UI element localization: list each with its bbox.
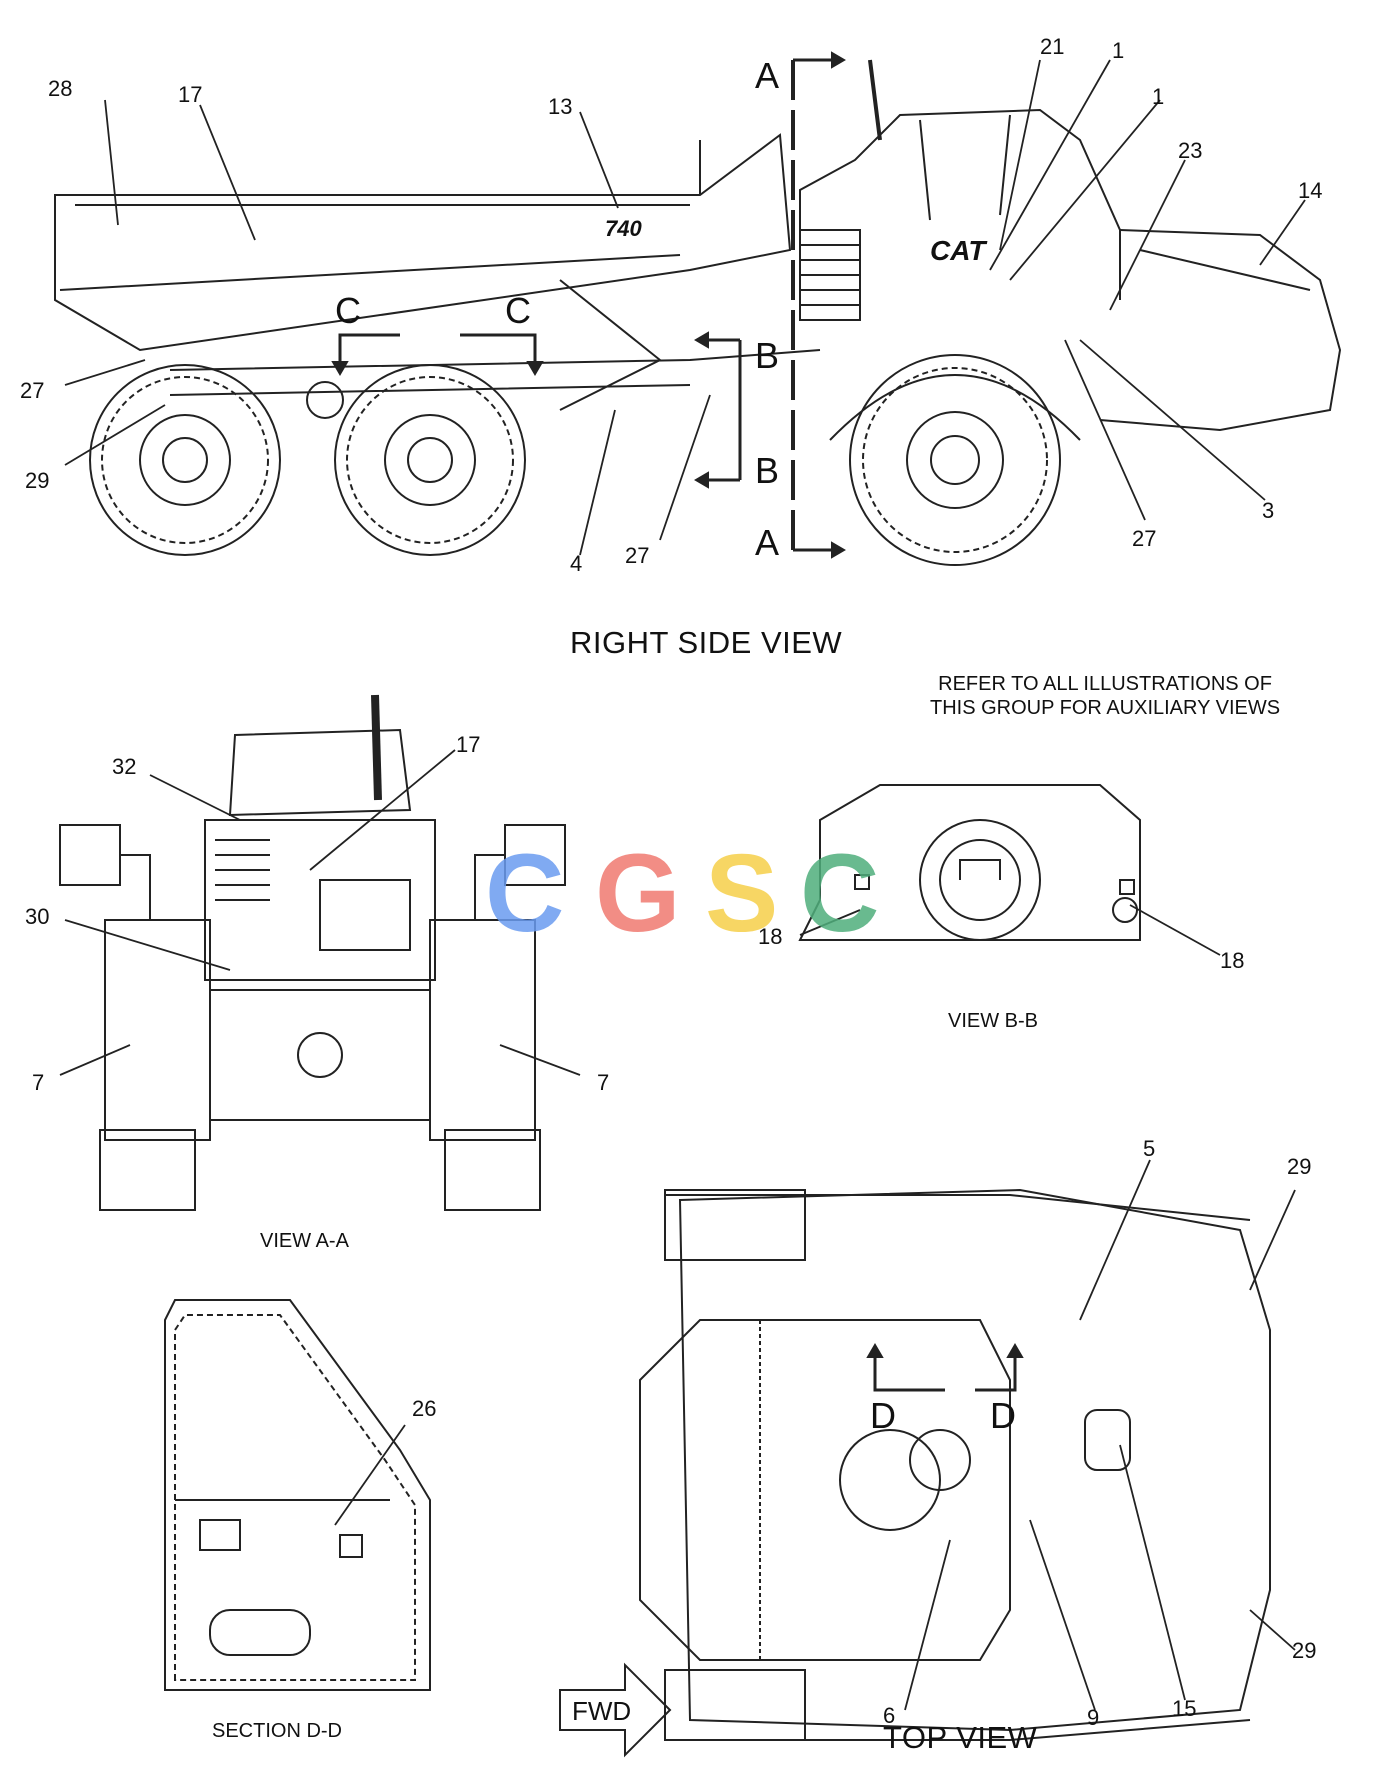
- callout: 6: [883, 1703, 896, 1728]
- callout: 28: [48, 76, 73, 101]
- view-aa-drawing: [59, 694, 566, 1211]
- callout: 29: [25, 468, 50, 493]
- section-letter-d-right: D: [990, 1395, 1016, 1436]
- section-letter-c-left: C: [335, 290, 361, 331]
- callout: 30: [25, 904, 50, 929]
- auxiliary-views-note: REFER TO ALL ILLUSTRATIONS OF THIS GROUP…: [930, 672, 1280, 720]
- view-aa-leaders: [59, 749, 581, 1076]
- callout: 23: [1178, 138, 1203, 163]
- callout: 14: [1298, 178, 1323, 203]
- callout: 27: [1132, 526, 1157, 551]
- section-letter-d-left: D: [870, 1395, 896, 1436]
- section-letter-b-top: B: [755, 335, 780, 376]
- fwd-arrow-label: FWD: [572, 1696, 632, 1726]
- callout: 5: [1143, 1136, 1156, 1161]
- callout: 27: [625, 543, 650, 568]
- callout: 13: [548, 94, 573, 119]
- view-bb-caption: VIEW B-B: [948, 1010, 1039, 1032]
- watermark-letter-g: G: [595, 832, 681, 955]
- callout: 27: [20, 378, 45, 403]
- top-view-title: TOP VIEW: [883, 1720, 1038, 1755]
- callout: 15: [1172, 1696, 1197, 1721]
- callout: 18: [1220, 948, 1245, 973]
- callout: 17: [178, 82, 203, 107]
- right-side-leaders: [64, 59, 1306, 556]
- callout: 32: [112, 754, 137, 779]
- callout: 7: [32, 1070, 45, 1095]
- callout: 21: [1040, 34, 1065, 59]
- section-letter-b-bottom: B: [755, 450, 780, 491]
- right-side-view-drawing: [54, 51, 1342, 566]
- callout: 4: [570, 551, 583, 576]
- callout: 9: [1087, 1705, 1100, 1730]
- model-badge: 740: [605, 216, 642, 241]
- note-line-2: THIS GROUP FOR AUXILIARY VIEWS: [930, 697, 1281, 719]
- top-view-drawing: [559, 1188, 1271, 1758]
- callout: 26: [412, 1396, 437, 1421]
- callout: 1: [1152, 84, 1165, 109]
- watermark-letter-c1: C: [485, 832, 565, 955]
- section-dd-leaders: [334, 1424, 406, 1526]
- section-dd-caption: SECTION D-D: [212, 1720, 342, 1742]
- callout: 7: [597, 1070, 610, 1095]
- note-line-1: REFER TO ALL ILLUSTRATIONS OF: [938, 673, 1272, 695]
- callout: 3: [1262, 498, 1275, 523]
- view-aa-caption: VIEW A-A: [260, 1230, 349, 1252]
- section-letter-a-top: A: [755, 55, 780, 96]
- section-dd-drawing: [164, 1299, 431, 1691]
- view-bb-drawing: [798, 784, 1141, 941]
- callout: 29: [1287, 1154, 1312, 1179]
- section-letter-c-right: C: [505, 290, 531, 331]
- brand-badge: CAT: [930, 235, 986, 266]
- view-bb-leaders: [799, 904, 1221, 956]
- watermark-letter-s: S: [705, 832, 779, 955]
- callout: 17: [456, 732, 481, 757]
- top-view-leaders: [904, 1159, 1296, 1711]
- right-side-view-title: RIGHT SIDE VIEW: [570, 625, 843, 660]
- callout: 18: [758, 924, 783, 949]
- callout: 29: [1292, 1638, 1317, 1663]
- callout: 1: [1112, 38, 1125, 63]
- section-letter-a-bottom: A: [755, 522, 780, 563]
- watermark-letter-c2: C: [800, 832, 880, 955]
